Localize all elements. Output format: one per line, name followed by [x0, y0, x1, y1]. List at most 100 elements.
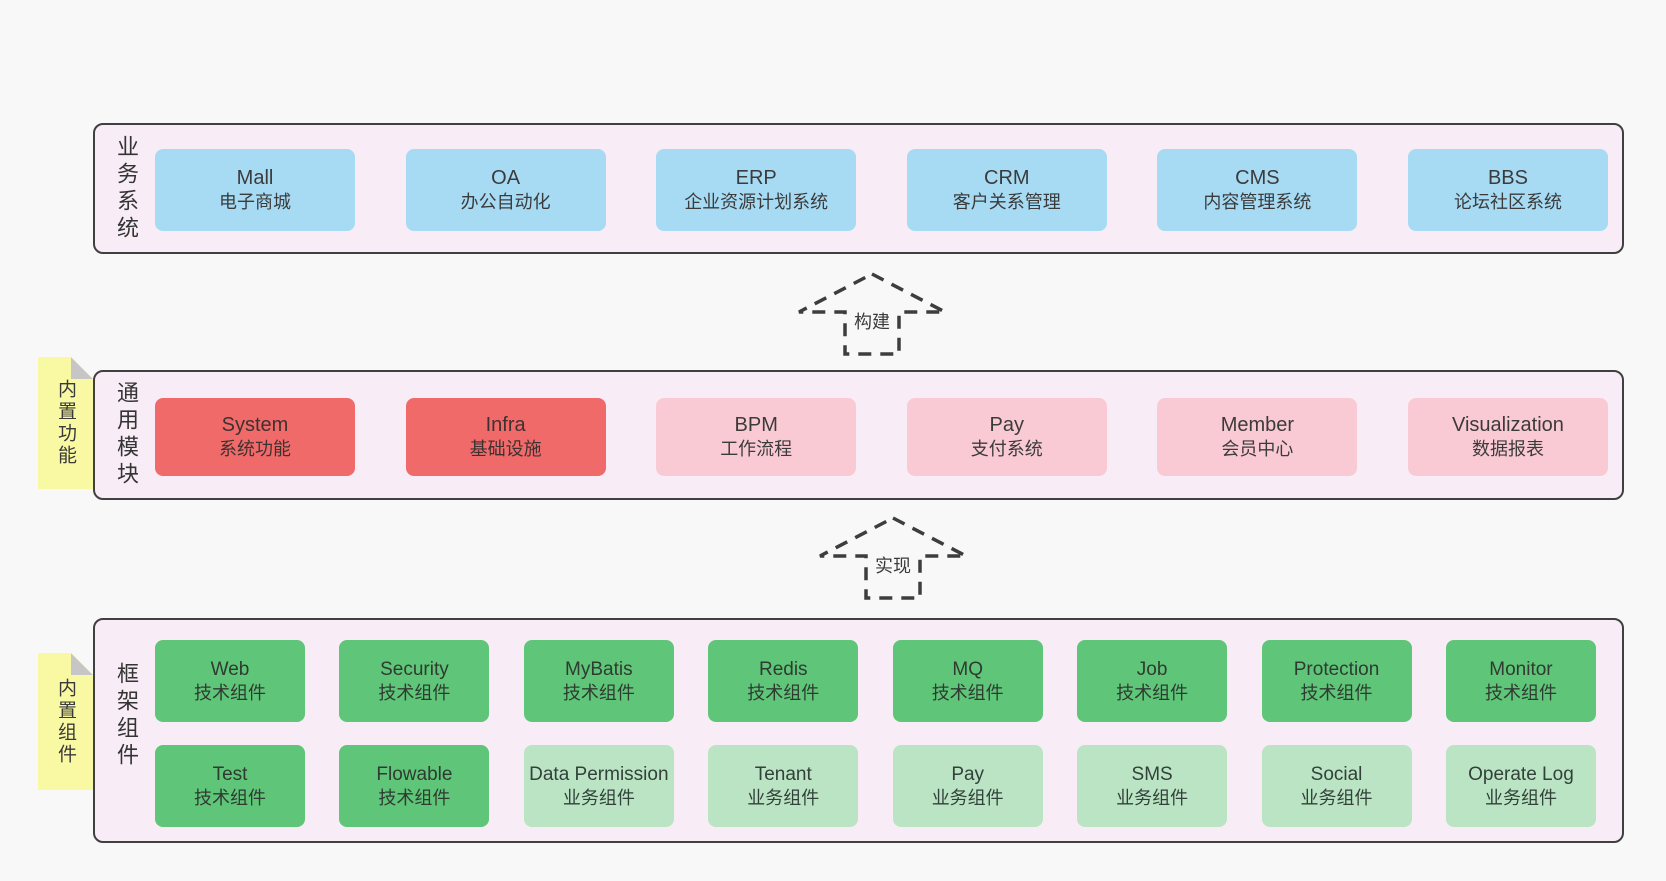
box-member: Member 会员中心 — [1157, 398, 1358, 476]
arrow-up-icon — [819, 516, 967, 600]
box-subtitle: 基础设施 — [469, 439, 542, 460]
box-subtitle: 办公自动化 — [460, 192, 551, 213]
section-label-gutter: 业务系统 — [95, 125, 157, 252]
box-subtitle: 系统功能 — [219, 439, 291, 460]
box-operate-log: Operate Log 业务组件 — [1445, 745, 1596, 827]
section-label-gutter: 通用模块 — [95, 372, 157, 498]
build-arrow: 构建 — [797, 272, 947, 356]
box-pay-component: Pay 业务组件 — [892, 745, 1043, 827]
box-subtitle: 客户关系管理 — [952, 192, 1061, 213]
box-title: Job — [1136, 658, 1168, 680]
implement-arrow-label: 实现 — [869, 545, 917, 590]
box-tenant: Tenant 业务组件 — [708, 745, 859, 827]
box-title: MQ — [952, 658, 983, 680]
box-title: Mall — [236, 166, 274, 189]
arrow-up-icon — [798, 272, 946, 356]
box-title: Pay — [951, 763, 985, 785]
box-title: CMS — [1235, 166, 1280, 189]
folded-corner-icon — [71, 357, 93, 379]
box-title: Flowable — [376, 763, 453, 785]
box-title: MyBatis — [565, 658, 633, 680]
box-title: Web — [210, 658, 250, 680]
section-title: 业务系统 — [114, 134, 139, 243]
box-title: Security — [380, 658, 449, 680]
box-bpm: BPM 工作流程 — [656, 398, 857, 476]
box-sms: SMS 业务组件 — [1077, 745, 1228, 827]
box-subtitle: 技术组件 — [931, 682, 1004, 703]
section-title: 通用模块 — [114, 381, 139, 489]
box-pay: Pay 支付系统 — [906, 398, 1107, 476]
box-subtitle: 业务组件 — [747, 787, 820, 808]
implement-arrow: 实现 — [818, 516, 968, 600]
box-mybatis: MyBatis 技术组件 — [523, 640, 674, 722]
sticky-note-label: 内置功能 — [55, 379, 76, 467]
box-title: Protection — [1293, 658, 1380, 680]
box-subtitle: 业务组件 — [1300, 787, 1373, 808]
box-title: Redis — [758, 658, 808, 680]
box-title: Monitor — [1489, 658, 1553, 680]
box-flowable: Flowable 技术组件 — [339, 745, 490, 827]
box-mq: MQ 技术组件 — [892, 640, 1043, 722]
box-mall: Mall 电子商城 — [155, 149, 355, 231]
box-visualization: Visualization 数据报表 — [1407, 398, 1608, 476]
box-job: Job 技术组件 — [1077, 640, 1228, 722]
box-title: SMS — [1131, 763, 1173, 785]
box-title: Operate Log — [1468, 763, 1574, 785]
box-title: Pay — [989, 413, 1025, 436]
section-business-systems: 业务系统 Mall 电子商城 OA 办公自动化 ERP 企业资源计划系统 CRM… — [93, 123, 1624, 254]
box-subtitle: 技术组件 — [562, 682, 635, 703]
modules-row: System 系统功能 Infra 基础设施 BPM 工作流程 Pay 支付系统… — [155, 398, 1608, 476]
box-title: BPM — [734, 413, 778, 436]
box-subtitle: 电子商城 — [219, 192, 291, 213]
box-crm: CRM 客户关系管理 — [906, 149, 1107, 231]
box-protection: Protection 技术组件 — [1261, 640, 1412, 722]
box-subtitle: 业务组件 — [562, 787, 635, 808]
box-security: Security 技术组件 — [339, 640, 490, 722]
box-title: System — [221, 413, 289, 436]
box-subtitle: 技术组件 — [378, 682, 451, 703]
box-system: System 系统功能 — [155, 398, 355, 476]
build-arrow-label: 构建 — [848, 301, 896, 346]
box-subtitle: 论坛社区系统 — [1453, 192, 1562, 213]
box-subtitle: 业务组件 — [931, 787, 1004, 808]
folded-corner-icon — [71, 653, 93, 675]
box-subtitle: 内容管理系统 — [1203, 192, 1312, 213]
section-label-gutter: 框架组件 — [95, 620, 157, 841]
box-title: Social — [1310, 763, 1363, 785]
box-test: Test 技术组件 — [155, 745, 305, 827]
sticky-note-label: 内置组件 — [55, 677, 76, 766]
box-subtitle: 技术组件 — [1300, 682, 1373, 703]
box-subtitle: 会员中心 — [1221, 439, 1294, 460]
box-subtitle: 技术组件 — [194, 787, 266, 808]
box-subtitle: 支付系统 — [970, 439, 1043, 460]
box-title: Member — [1220, 413, 1295, 436]
section-common-modules: 通用模块 System 系统功能 Infra 基础设施 BPM 工作流程 Pay… — [93, 370, 1624, 500]
box-bbs: BBS 论坛社区系统 — [1407, 149, 1608, 231]
box-subtitle: 业务组件 — [1116, 787, 1189, 808]
section-framework-components: 框架组件 Web 技术组件 Security 技术组件 MyBatis 技术组件… — [93, 618, 1624, 843]
box-title: Tenant — [754, 763, 812, 785]
business-row: Mall 电子商城 OA 办公自动化 ERP 企业资源计划系统 CRM 客户关系… — [155, 149, 1608, 231]
box-title: OA — [491, 166, 521, 189]
box-erp: ERP 企业资源计划系统 — [656, 149, 857, 231]
components-row-2: Test 技术组件 Flowable 技术组件 Data Permission … — [155, 745, 1596, 827]
box-subtitle: 工作流程 — [720, 439, 793, 460]
box-subtitle: 技术组件 — [747, 682, 820, 703]
box-subtitle: 技术组件 — [378, 787, 451, 808]
box-cms: CMS 内容管理系统 — [1157, 149, 1358, 231]
box-redis: Redis 技术组件 — [708, 640, 859, 722]
box-title: Data Permission — [529, 763, 669, 785]
box-subtitle: 业务组件 — [1484, 787, 1557, 808]
box-title: ERP — [735, 166, 777, 189]
box-subtitle: 企业资源计划系统 — [684, 192, 829, 213]
box-subtitle: 技术组件 — [1116, 682, 1189, 703]
box-data-permission: Data Permission 业务组件 — [523, 745, 674, 827]
box-title: Visualization — [1452, 413, 1564, 436]
components-row-1: Web 技术组件 Security 技术组件 MyBatis 技术组件 Redi… — [155, 640, 1596, 722]
box-subtitle: 数据报表 — [1471, 439, 1544, 460]
box-title: Test — [212, 763, 248, 785]
section-title: 框架组件 — [114, 661, 139, 770]
box-monitor: Monitor 技术组件 — [1445, 640, 1596, 722]
sticky-note-built-in-components: 内置组件 — [38, 653, 93, 790]
